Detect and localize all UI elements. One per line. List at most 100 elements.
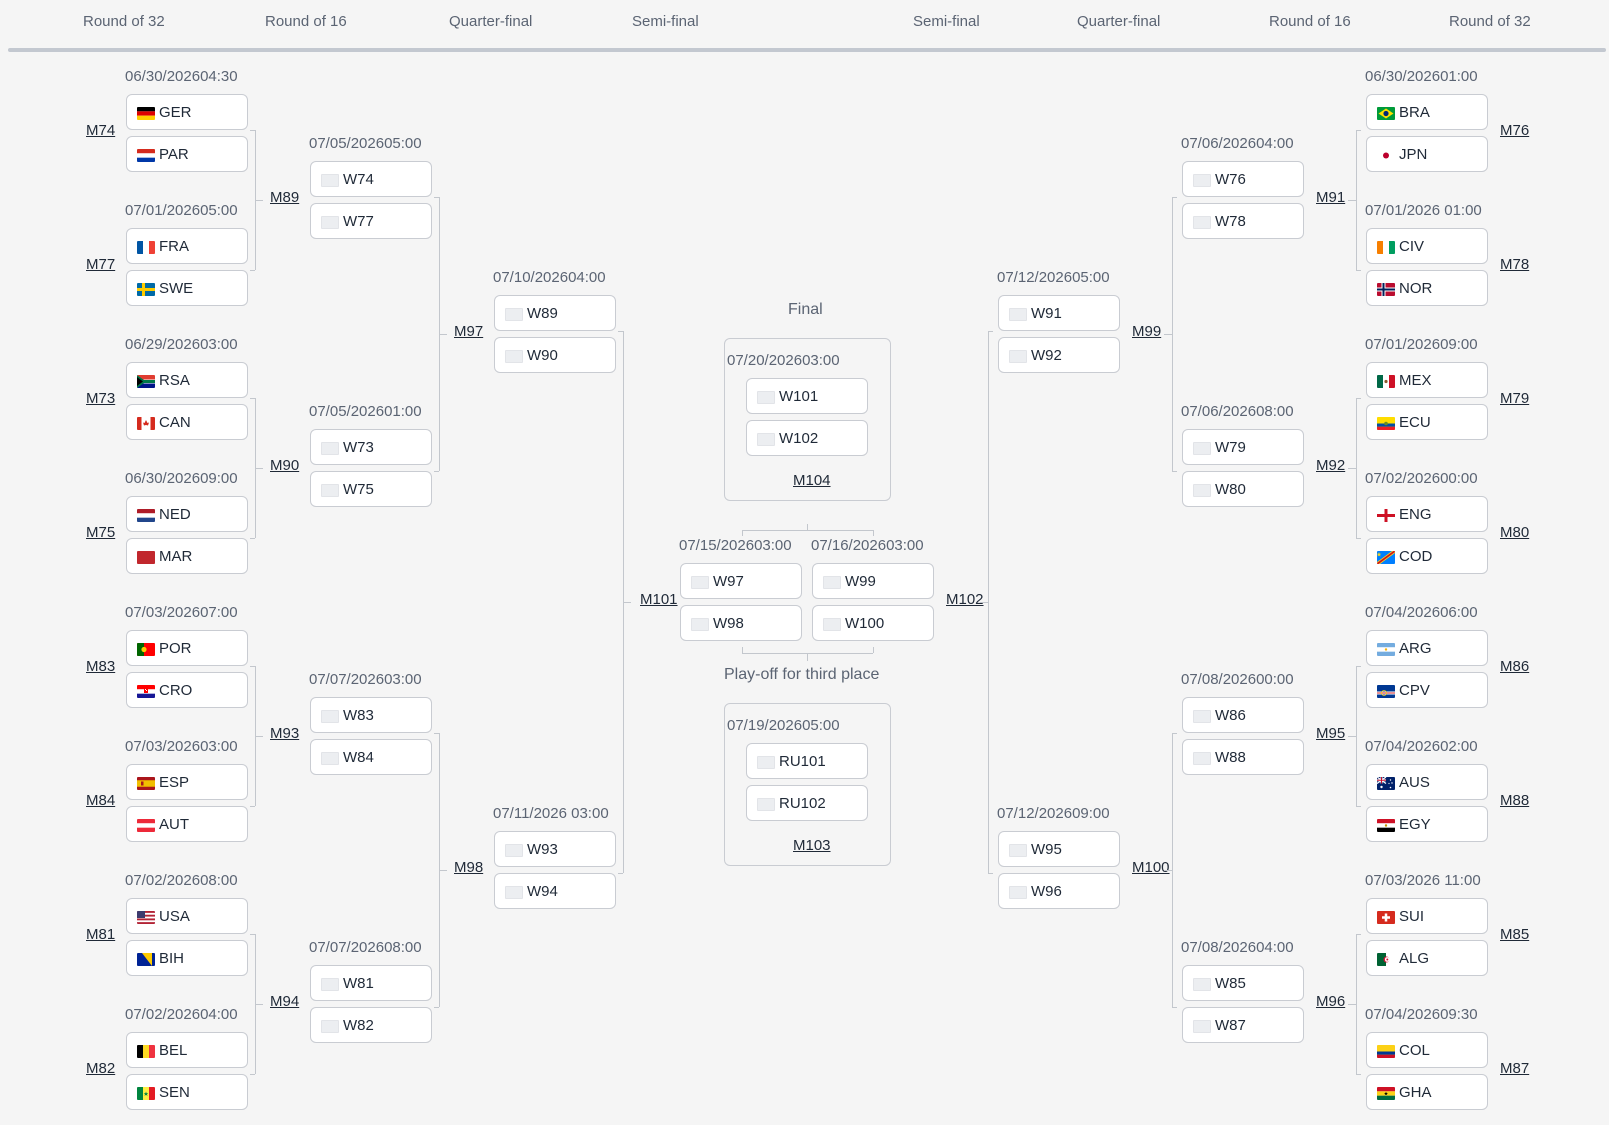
match-id-link[interactable]: M85 (1500, 926, 1530, 943)
team-slot[interactable]: W89 (494, 295, 616, 331)
team-slot[interactable]: W83 (310, 697, 432, 733)
match-id-link[interactable]: M96 (1316, 993, 1346, 1010)
team-slot[interactable]: W98 (680, 605, 802, 641)
team-slot[interactable]: W80 (1182, 471, 1304, 507)
colombia-flag-icon (1377, 1045, 1395, 1058)
match-id-link[interactable]: M97 (454, 323, 484, 340)
match-id-link[interactable]: M100 (1132, 859, 1170, 876)
team-slot[interactable]: W97 (680, 563, 802, 599)
team-slot[interactable]: W94 (494, 873, 616, 909)
team-slot[interactable]: JPN (1366, 136, 1488, 172)
team-slot[interactable]: RU101 (746, 743, 868, 779)
match-id-link[interactable]: M73 (86, 390, 116, 407)
match-id-link[interactable]: M88 (1500, 792, 1530, 809)
bracket-connector (434, 197, 439, 198)
team-slot[interactable]: NED (126, 496, 248, 532)
match-id-link[interactable]: M90 (270, 457, 300, 474)
team-slot[interactable]: W76 (1182, 161, 1304, 197)
team-slot[interactable]: RSA (126, 362, 248, 398)
team-slot[interactable]: BEL (126, 1032, 248, 1068)
team-code: SEN (159, 1084, 190, 1101)
team-slot[interactable]: W91 (998, 295, 1120, 331)
match-id-link[interactable]: M77 (86, 256, 116, 273)
team-slot[interactable]: W95 (998, 831, 1120, 867)
team-slot[interactable]: W79 (1182, 429, 1304, 465)
match-id-link[interactable]: M80 (1500, 524, 1530, 541)
team-slot[interactable]: W73 (310, 429, 432, 465)
team-slot[interactable]: W82 (310, 1007, 432, 1043)
team-slot[interactable]: W100 (812, 605, 934, 641)
team-slot[interactable]: ECU (1366, 404, 1488, 440)
team-slot[interactable]: W93 (494, 831, 616, 867)
team-slot[interactable]: W87 (1182, 1007, 1304, 1043)
team-slot[interactable]: AUS (1366, 764, 1488, 800)
team-slot[interactable]: W84 (310, 739, 432, 775)
team-slot[interactable]: USA (126, 898, 248, 934)
team-slot[interactable]: SEN (126, 1074, 248, 1110)
team-slot[interactable]: W77 (310, 203, 432, 239)
team-slot[interactable]: W90 (494, 337, 616, 373)
team-slot[interactable]: FRA (126, 228, 248, 264)
match-id-link[interactable]: M86 (1500, 658, 1530, 675)
match-id-link[interactable]: M103 (793, 837, 831, 854)
match-id-link[interactable]: M95 (1316, 725, 1346, 742)
team-slot[interactable]: BIH (126, 940, 248, 976)
match-id-link[interactable]: M98 (454, 859, 484, 876)
team-slot[interactable]: SWE (126, 270, 248, 306)
match-id-link[interactable]: M82 (86, 1060, 116, 1077)
team-slot[interactable]: COL (1366, 1032, 1488, 1068)
team-slot[interactable]: W81 (310, 965, 432, 1001)
team-slot[interactable]: EGY (1366, 806, 1488, 842)
team-slot[interactable]: CPV (1366, 672, 1488, 708)
match-id-link[interactable]: M91 (1316, 189, 1346, 206)
team-slot[interactable]: CIV (1366, 228, 1488, 264)
team-slot[interactable]: W78 (1182, 203, 1304, 239)
team-code: W76 (1215, 171, 1246, 188)
team-slot[interactable]: W86 (1182, 697, 1304, 733)
match-id-link[interactable]: M74 (86, 122, 116, 139)
team-slot[interactable]: GHA (1366, 1074, 1488, 1110)
team-slot[interactable]: BRA (1366, 94, 1488, 130)
team-slot[interactable]: MAR (126, 538, 248, 574)
team-slot[interactable]: ARG (1366, 630, 1488, 666)
match-id-link[interactable]: M104 (793, 472, 831, 489)
team-slot[interactable]: W75 (310, 471, 432, 507)
team-slot[interactable]: RU102 (746, 785, 868, 821)
team-slot[interactable]: W96 (998, 873, 1120, 909)
team-slot[interactable]: ALG (1366, 940, 1488, 976)
match-id-link[interactable]: M93 (270, 725, 300, 742)
team-slot[interactable]: W92 (998, 337, 1120, 373)
match-id-link[interactable]: M84 (86, 792, 116, 809)
team-slot[interactable]: W74 (310, 161, 432, 197)
team-slot[interactable]: SUI (1366, 898, 1488, 934)
team-slot[interactable]: CAN (126, 404, 248, 440)
team-slot[interactable]: W88 (1182, 739, 1304, 775)
match-id-link[interactable]: M79 (1500, 390, 1530, 407)
match-id-link[interactable]: M94 (270, 993, 300, 1010)
match-id-link[interactable]: M76 (1500, 122, 1530, 139)
match-id-link[interactable]: M92 (1316, 457, 1346, 474)
match-id-link[interactable]: M75 (86, 524, 116, 541)
team-slot[interactable]: POR (126, 630, 248, 666)
team-slot[interactable]: MEX (1366, 362, 1488, 398)
match-id-link[interactable]: M102 (946, 591, 984, 608)
team-slot[interactable]: ESP (126, 764, 248, 800)
match-id-link[interactable]: M81 (86, 926, 116, 943)
team-slot[interactable]: W99 (812, 563, 934, 599)
team-slot[interactable]: W102 (746, 420, 868, 456)
match-id-link[interactable]: M101 (640, 591, 678, 608)
match-id-link[interactable]: M99 (1132, 323, 1162, 340)
team-slot[interactable]: PAR (126, 136, 248, 172)
team-slot[interactable]: AUT (126, 806, 248, 842)
team-slot[interactable]: CRO (126, 672, 248, 708)
team-slot[interactable]: W101 (746, 378, 868, 414)
match-id-link[interactable]: M87 (1500, 1060, 1530, 1077)
match-id-link[interactable]: M89 (270, 189, 300, 206)
team-slot[interactable]: COD (1366, 538, 1488, 574)
team-slot[interactable]: GER (126, 94, 248, 130)
match-id-link[interactable]: M83 (86, 658, 116, 675)
team-slot[interactable]: ENG (1366, 496, 1488, 532)
match-id-link[interactable]: M78 (1500, 256, 1530, 273)
team-slot[interactable]: NOR (1366, 270, 1488, 306)
team-slot[interactable]: W85 (1182, 965, 1304, 1001)
